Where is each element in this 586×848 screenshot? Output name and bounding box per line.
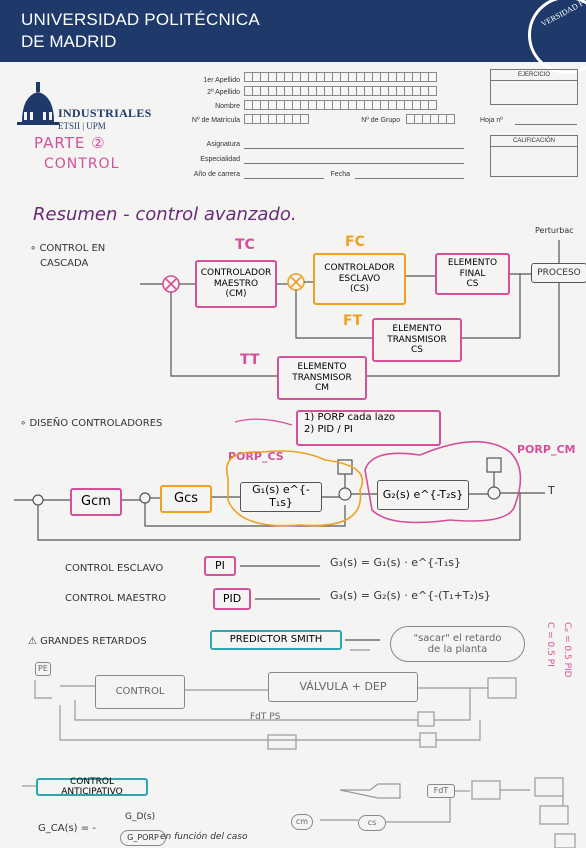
label-apellido1: 1er Apellido xyxy=(203,77,240,84)
elemento-transmisor-cs-box: ELEMENTO TRANSMISOR CS xyxy=(372,318,462,362)
note-title: Resumen - control avanzado. xyxy=(33,204,297,225)
label-porp-cm: PORP_CM xyxy=(517,443,576,456)
char-cell[interactable] xyxy=(428,86,437,96)
asignatura-line[interactable] xyxy=(244,148,464,149)
gd-numerator: G_D(s) xyxy=(125,812,156,822)
gcs-box: Gcs xyxy=(160,485,212,513)
control-anticipativo-box: CONTROL ANTICIPATIVO xyxy=(36,777,148,797)
logo-title: INDUSTRIALES xyxy=(58,106,152,120)
side-note-1: Cₚ = 0.5 PID xyxy=(562,622,572,678)
nombre-field[interactable] xyxy=(244,100,437,110)
fdt-ps-label: FdT PS xyxy=(250,712,281,722)
option-1: 1) PORP cada lazo xyxy=(304,412,396,423)
char-cell[interactable] xyxy=(428,100,437,110)
especialidad-line[interactable] xyxy=(244,163,464,164)
cs-bubble: cs xyxy=(358,815,386,831)
apellido2-field[interactable] xyxy=(244,86,437,96)
label-anio: Año de carrera xyxy=(193,171,240,178)
elemento-final-box: ELEMENTO FINAL CS xyxy=(435,253,510,295)
output-t: T xyxy=(548,484,555,497)
sacar-bubble: "sacar" el retardo de la planta xyxy=(390,626,525,662)
note-diseno: ∘ DISEÑO CONTROLADORES xyxy=(20,418,163,429)
label-tc: TC xyxy=(235,237,255,253)
pid-box: PID xyxy=(213,588,251,610)
anio-line[interactable] xyxy=(244,178,324,179)
label-ft: FT xyxy=(343,313,363,329)
note-parte: PARTE ② xyxy=(34,134,106,152)
calificacion-box[interactable]: CALIFICACIÓN xyxy=(490,135,578,177)
label-tt: TT xyxy=(240,352,260,368)
sacar-line-1: "sacar" el retardo xyxy=(413,632,502,644)
note-cascada-2: CASCADA xyxy=(40,258,89,269)
university-name-line2: DE MADRID xyxy=(21,32,117,51)
equation-2: G₃(s) = G₂(s) · e^{-(T₁+T₂)s} xyxy=(330,589,491,602)
gporp-denominator: G_PORP xyxy=(120,830,166,846)
options-box: 1) PORP cada lazo 2) PID / PI xyxy=(296,410,441,446)
pi-box: PI xyxy=(204,556,236,576)
sacar-line-2: de la planta xyxy=(427,644,488,655)
g1-block: G₁(s) e^{-T₁s} xyxy=(240,482,322,512)
gca-equation: G_CA(s) = - xyxy=(38,823,96,834)
cm-bubble: cm xyxy=(291,814,313,830)
predictor-smith-box: PREDICTOR SMITH xyxy=(210,630,342,650)
char-cell[interactable] xyxy=(446,114,455,124)
note-funcion: en función del caso xyxy=(160,832,248,842)
controlador-maestro-box: CONTROLADOR MAESTRO (CM) xyxy=(195,260,277,308)
label-nombre: Nombre xyxy=(215,103,240,110)
g2-block: G₂(s) e^{-T₂s} xyxy=(377,480,469,510)
label-especialidad: Especialidad xyxy=(200,156,240,163)
gcm-box: Gcm xyxy=(70,488,122,516)
label-asignatura: Asignatura xyxy=(206,141,240,148)
equation-1: G₃(s) = G₁(s) · e^{-T₁s} xyxy=(330,556,461,569)
note-control: CONTROL xyxy=(44,156,120,172)
label-perturbac: Perturbac xyxy=(535,226,574,235)
apellido1-field[interactable] xyxy=(244,72,437,82)
note-retardos: ⚠ GRANDES RETARDOS xyxy=(28,636,147,647)
side-note-2: C = 0.5 PI xyxy=(545,622,555,667)
label-hoja: Hoja nº xyxy=(480,117,503,124)
label-matricula: Nº de Matrícula xyxy=(191,117,240,124)
label-porp-cs: PORP_CS xyxy=(228,450,284,463)
matricula-field[interactable] xyxy=(244,114,309,124)
note-control-maestro: CONTROL MAESTRO xyxy=(65,593,167,604)
char-cell[interactable] xyxy=(428,72,437,82)
ejercicio-label: EJERCICIO xyxy=(491,70,577,81)
note-cascada-1: ∘ CONTROL EN xyxy=(30,243,106,254)
proceso-box: PROCESO xyxy=(531,263,586,283)
university-header: UNIVERSIDAD POLITÉCNICA DE MADRID VERSID… xyxy=(0,0,586,74)
pe-box: PE xyxy=(35,662,51,676)
calificacion-label: CALIFICACIÓN xyxy=(491,136,577,147)
label-fc: FC xyxy=(345,234,365,250)
hoja-line[interactable] xyxy=(515,124,577,125)
university-name-line1: UNIVERSIDAD POLITÉCNICA xyxy=(21,10,260,29)
ejercicio-box[interactable]: EJERCICIO xyxy=(490,69,578,105)
fecha-line[interactable] xyxy=(355,178,464,179)
control-block: CONTROL xyxy=(95,675,185,709)
label-fecha: Fecha xyxy=(330,171,350,178)
university-seal: VERSIDAD P xyxy=(528,0,586,74)
controlador-esclavo-box: CONTROLADOR ESCLAVO (CS) xyxy=(313,253,406,305)
valvula-block: VÁLVULA + DEP xyxy=(268,672,418,702)
elemento-transmisor-cm-box: ELEMENTO TRANSMISOR CM xyxy=(277,356,367,400)
note-control-esclavo: CONTROL ESCLAVO xyxy=(65,563,164,574)
label-apellido2: 2º Apellido xyxy=(207,89,240,96)
char-cell[interactable] xyxy=(300,114,309,124)
fdt-block: FdT xyxy=(427,784,455,798)
grupo-field[interactable] xyxy=(406,114,455,124)
logo-subtitle: ETSII | UPM xyxy=(58,121,106,131)
option-2: 2) PID / PI xyxy=(304,423,353,435)
label-grupo: Nº de Grupo xyxy=(361,117,400,124)
